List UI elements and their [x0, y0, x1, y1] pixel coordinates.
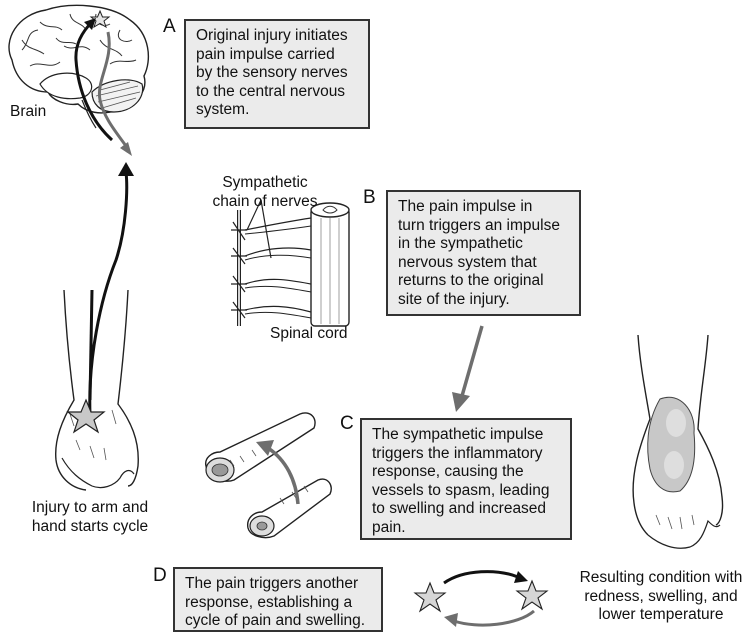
pointer-lines — [246, 199, 272, 259]
step-b-box: The pain impulse in turn triggers an imp… — [386, 190, 581, 316]
ascending-pain-arrow — [74, 20, 114, 142]
brain-star-icon — [89, 9, 111, 29]
spinal-cord-illustration — [231, 199, 350, 327]
cycle-arrow-bottom — [453, 609, 535, 627]
sympathetic-chain-label-line-2: chain of nerves — [212, 192, 318, 210]
blood-vessels-illustration — [205, 412, 332, 539]
step-c-line-1: The sympathetic impulse — [372, 426, 544, 443]
step-c-line-2: triggers the inflammatory — [372, 444, 543, 462]
brainstem — [81, 99, 97, 129]
injured-arm-illustration — [54, 289, 139, 491]
step-b-line-6: site of the injury. — [398, 290, 510, 308]
step-d-box: The pain triggers another response, esta… — [173, 567, 383, 632]
swelling-highlight-2 — [664, 451, 684, 479]
step-c-letter: C — [340, 413, 354, 434]
step-b-line-4: nervous system that — [398, 253, 537, 271]
injury-label-line-1: Injury to arm and — [31, 499, 149, 516]
swollen-hand-illustration — [632, 334, 724, 549]
result-label: Resulting condition with redness, swelli… — [572, 569, 750, 625]
step-b-line-2: turn triggers an impulse — [398, 216, 560, 234]
sympathetic-chain-label-line-1: Sympathetic — [222, 174, 308, 191]
lower-vessel-lumen — [256, 521, 268, 531]
upper-vessel-lumen — [211, 463, 229, 477]
spasm-arrow-line — [267, 446, 300, 505]
spinal-cord-grey-matter — [322, 205, 338, 214]
step-d-line-1: The pain triggers another — [185, 575, 359, 592]
nerve-branches-2 — [244, 225, 312, 319]
arm-nerve-arrow-head — [118, 162, 134, 176]
ganglia — [231, 221, 247, 319]
cycle-star-right-icon — [515, 579, 549, 611]
hand-bottom — [647, 519, 721, 549]
spinal-cord-lines — [320, 218, 340, 324]
hand-fingers — [61, 457, 135, 489]
step-b-line-1: The pain impulse in — [398, 198, 533, 215]
step-c-line-4: vessels to spasm, leading — [372, 481, 550, 499]
step-d-line-2: response, establishing a — [185, 593, 353, 611]
injury-star-icon — [66, 398, 106, 434]
step-a-line-1: Original injury initiates — [196, 27, 348, 44]
step-c-line-5: to swelling and increased — [372, 500, 547, 518]
arm-nerve-line — [88, 289, 94, 401]
descending-sympathetic-arrow — [97, 31, 128, 147]
injury-label-line-2: hand starts cycle — [31, 517, 149, 535]
result-label-line-1: Resulting condition with — [579, 569, 743, 586]
cycle-arrow-bottom-head — [444, 613, 458, 627]
step-a-box: Original injury initiates pain impulse c… — [184, 19, 370, 129]
step-d-letter: D — [153, 565, 167, 586]
nerve-branches — [244, 217, 312, 313]
b-to-c-arrow-line — [460, 325, 484, 397]
cycle-star-left-icon — [413, 581, 447, 613]
swelling-highlight-1 — [666, 409, 686, 437]
step-b-line-5: returns to the original — [398, 272, 544, 290]
brain-label: Brain — [10, 103, 47, 120]
step-c-box: The sympathetic impulse triggers the inf… — [360, 418, 572, 540]
spasm-arrow-head — [256, 440, 274, 456]
b-to-c-arrow — [452, 325, 484, 412]
injury-label: Injury to arm and hand starts cycle — [15, 499, 165, 536]
step-b-line-3: in the sympathetic — [398, 235, 523, 253]
step-c-line-3: response, causing the — [372, 463, 524, 481]
b-to-c-arrow-head — [452, 392, 470, 412]
spinal-cord-top — [310, 202, 350, 218]
hand-details — [69, 409, 117, 461]
cerebellum-lines — [95, 81, 141, 109]
step-a-letter: A — [163, 16, 176, 37]
spinal-cord-label: Spinal cord — [270, 325, 348, 342]
cycle-arrow-top — [443, 570, 519, 585]
step-a-line-5: system. — [196, 101, 250, 119]
arm-outline-left — [54, 289, 87, 491]
result-label-line-3: lower temperature — [598, 606, 724, 624]
hand-lines — [655, 514, 695, 530]
forearm-right — [697, 334, 724, 526]
step-a-line-2: pain impulse carried — [196, 45, 335, 63]
vessel-hatching — [229, 449, 309, 505]
pain-cycle-illustration — [413, 570, 549, 627]
forearm-left — [632, 334, 651, 536]
step-b-letter: B — [363, 187, 376, 208]
sympathetic-chain-label: Sympathetic chain of nerves — [200, 174, 330, 211]
step-d-line-3: cycle of pain and swelling. — [185, 612, 366, 630]
ascending-arrow-head — [84, 18, 96, 30]
result-label-line-2: redness, swelling, and — [584, 587, 738, 605]
brain-illustration — [8, 4, 150, 156]
cycle-arrow-top-head — [514, 571, 528, 583]
step-a-line-4: to the central nervous — [196, 82, 346, 100]
step-a-line-3: by the sensory nerves — [196, 64, 348, 82]
arm-outline-right — [117, 289, 139, 487]
step-c-line-6: pain. — [372, 518, 406, 536]
descending-arrow-head — [120, 142, 132, 156]
